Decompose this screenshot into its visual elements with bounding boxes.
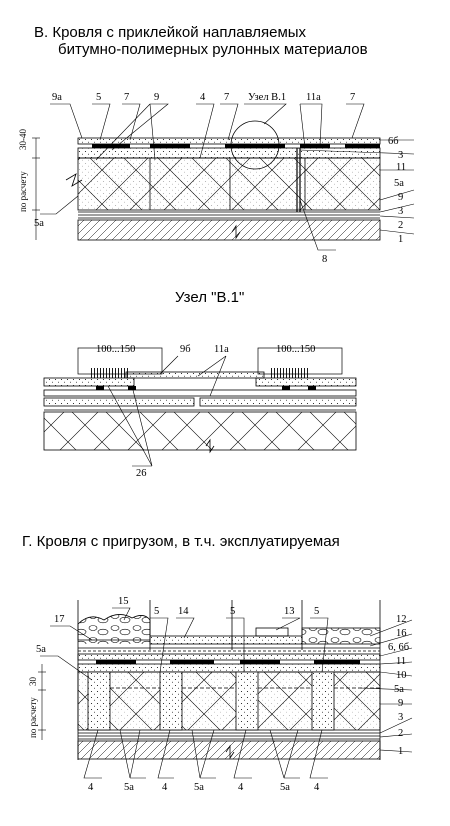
section-g-layers [38,600,413,779]
label-g-bottom-5a-a: 5а [124,782,134,793]
label-g-15: 15 [118,596,129,607]
label-g-5c: 5 [314,606,319,617]
label-7a: 7 [124,92,129,103]
label-g-right-10: 10 [396,670,407,681]
label-g-right-6: 6, 6б [388,642,409,653]
section-g-dim-calc: по расчету [28,697,38,738]
label-right-1: 1 [398,234,403,245]
label-g-right-9: 9 [398,698,403,709]
section-g-title: Г. Кровля с пригрузом, в т.ч. эксплуатир… [22,533,340,550]
section-b-dim-top: 30-40 [18,129,28,150]
label-g-right-16: 16 [396,628,407,639]
label-7b: 7 [224,92,229,103]
label-g-bottom-4c: 4 [238,782,244,793]
label-g-right-1: 1 [398,746,403,757]
node-b1-dim-left: 100...150 [96,344,135,355]
label-g-bottom-4b: 4 [162,782,168,793]
label-g-13: 13 [284,606,295,617]
label-g-right-5a: 5а [394,684,404,695]
label-9: 9 [154,92,159,103]
label-4: 4 [200,92,206,103]
label-g-5a: 5 [154,606,159,617]
label-11a: 11а [306,92,321,103]
node-b1-title: Узел "В.1" [175,289,244,306]
label-g-right-2: 2 [398,728,403,739]
label-g-5b: 5 [230,606,235,617]
label-g-left-5a: 5а [36,644,46,655]
label-g-right-11: 11 [396,656,406,667]
label-g-17: 17 [54,614,65,625]
section-b-title: В. Кровля с приклейкой наплавляемых биту… [34,24,368,58]
label-6b: 6б [388,136,399,147]
label-g-right-12: 12 [396,614,407,625]
label-right-2: 2 [398,220,403,231]
label-8: 8 [322,254,327,265]
node-b1-label-11a: 11а [214,344,229,355]
label-right-11: 11 [396,162,406,173]
label-g-right-3: 3 [398,712,403,723]
section-b-title-line1: В. Кровля с приклейкой наплавляемых [34,24,307,41]
node-b1-label-9b: 9б [180,344,191,355]
section-b-layers [32,103,415,251]
label-7c: 7 [350,92,355,103]
label-right-5a: 5а [394,178,404,189]
label-5: 5 [96,92,101,103]
section-g-dim-30: 30 [28,677,38,687]
node-b1-label-26: 26 [136,468,147,479]
label-g-bottom-5a-b: 5а [194,782,204,793]
label-g-bottom-4a: 4 [88,782,94,793]
label-g-bottom-5a-c: 5а [280,782,290,793]
section-b-dim-calc: по расчету [18,171,28,212]
section-b-title-line2: битумно-полимерных рулонных материалов [58,41,368,58]
label-g-14: 14 [178,606,189,617]
label-9a: 9а [52,92,62,103]
label-right-3: 3 [398,150,403,161]
label-left-5a: 5а [34,218,44,229]
node-ref-label: Узел В.1 [248,92,286,103]
node-b1-dim-right: 100...150 [276,344,315,355]
label-right-3b: 3 [398,206,403,217]
node-b1-layers [43,347,357,467]
label-right-9: 9 [398,192,403,203]
label-g-bottom-4d: 4 [314,782,320,793]
